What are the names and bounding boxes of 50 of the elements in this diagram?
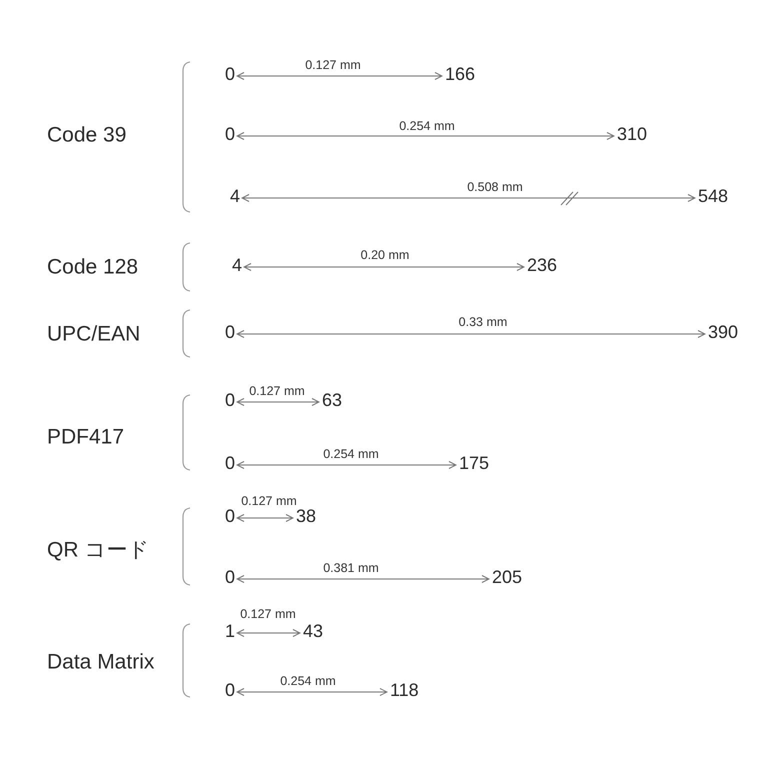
range-value: 390 bbox=[708, 323, 738, 343]
double-arrow bbox=[236, 575, 490, 583]
double-arrow bbox=[236, 688, 388, 696]
range-value: 4 bbox=[232, 256, 242, 276]
range-value: 118 bbox=[390, 681, 419, 701]
edge-label: 0.381 mm bbox=[323, 562, 379, 576]
range-value: 0 bbox=[225, 507, 236, 527]
range-value: 0 bbox=[225, 125, 236, 145]
edge-label: 0.254 mm bbox=[399, 120, 455, 134]
edge-label: 0.508 mm bbox=[467, 181, 523, 195]
double-arrow bbox=[236, 132, 614, 140]
symbology-label: Data Matrix bbox=[47, 650, 154, 674]
range-value: 4 bbox=[230, 187, 240, 207]
range-value: 175 bbox=[459, 454, 490, 474]
range-value: 0 bbox=[225, 323, 236, 343]
double-arrow bbox=[236, 72, 442, 80]
range-value: 1 bbox=[225, 622, 236, 642]
symbology-label: PDF417 bbox=[47, 425, 124, 449]
range-value: 0 bbox=[225, 568, 236, 588]
symbology-label: UPC/EAN bbox=[47, 322, 140, 346]
double-arrow bbox=[236, 514, 294, 522]
symbology-label: QR コード bbox=[47, 538, 150, 562]
double-arrow bbox=[236, 330, 706, 338]
range-value: 63 bbox=[322, 391, 342, 411]
edge-label: 0.127 mm bbox=[240, 608, 296, 622]
double-arrow bbox=[236, 398, 320, 406]
range-value: 205 bbox=[492, 568, 522, 588]
double-arrow bbox=[244, 263, 524, 271]
range-value: 43 bbox=[303, 622, 324, 642]
range-value: 310 bbox=[617, 125, 648, 145]
range-value: 0 bbox=[225, 65, 236, 85]
double-arrow bbox=[242, 194, 696, 202]
edge-label: 0.127 mm bbox=[249, 385, 305, 399]
edge-label: 0.127 mm bbox=[305, 59, 361, 73]
range-value: 0 bbox=[225, 454, 236, 474]
edge-label: 0.254 mm bbox=[280, 675, 336, 689]
range-value: 0 bbox=[225, 681, 236, 701]
edge-label: 0.254 mm bbox=[323, 448, 379, 462]
edge-label: 0.20 mm bbox=[360, 249, 410, 263]
range-value: 236 bbox=[527, 256, 558, 276]
range-value: 38 bbox=[296, 507, 316, 527]
edge-label: 0.33 mm bbox=[458, 316, 508, 330]
symbology-label: Code 39 bbox=[47, 123, 126, 147]
double-arrow bbox=[236, 461, 456, 469]
range-value: 166 bbox=[445, 65, 476, 85]
range-value: 0 bbox=[225, 391, 236, 411]
edge-label: 0.127 mm bbox=[241, 495, 297, 509]
symbology-label: Code 128 bbox=[47, 255, 138, 279]
double-arrow bbox=[236, 629, 300, 637]
range-value: 548 bbox=[698, 187, 728, 207]
